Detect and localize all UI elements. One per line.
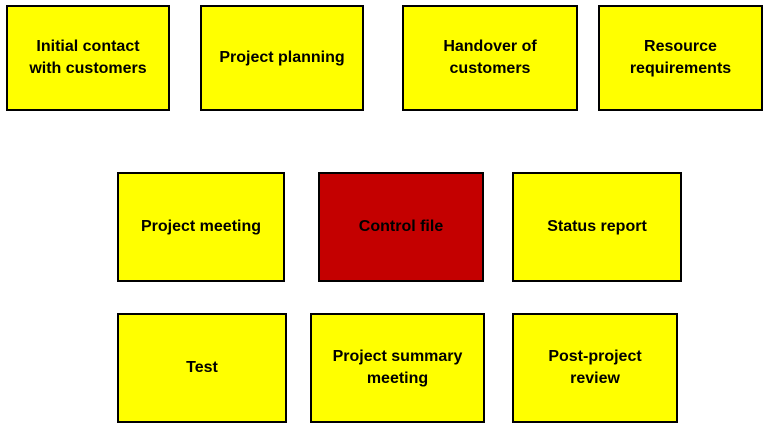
node-label: Project planning: [219, 49, 345, 67]
node-label: Control file: [358, 218, 444, 236]
node-label: Test: [186, 359, 218, 377]
node-label: Project meeting: [140, 218, 262, 236]
flow-node-test: Test: [117, 313, 287, 423]
flow-node-resource-requirements: Resource requirements: [598, 5, 763, 111]
flow-node-handover-of-customers: Handover of customers: [402, 5, 578, 111]
node-label: Resource requirements: [629, 38, 732, 77]
flow-node-status-report: Status report: [512, 172, 682, 282]
flow-node-post-project-review: Post-project review: [512, 313, 678, 423]
flow-node-project-meeting: Project meeting: [117, 172, 285, 282]
flow-node-control-file: Control file: [318, 172, 484, 282]
node-label: Status report: [547, 218, 647, 236]
node-label: Initial contact with customers: [29, 38, 147, 77]
node-label: Post-project review: [548, 348, 642, 387]
flow-node-project-summary-meeting: Project summary meeting: [310, 313, 485, 423]
node-label: Handover of customers: [443, 38, 537, 77]
flow-node-project-planning: Project planning: [200, 5, 364, 111]
node-label: Project summary meeting: [332, 348, 463, 387]
flow-node-initial-contact-with-customers: Initial contact with customers: [6, 5, 170, 111]
